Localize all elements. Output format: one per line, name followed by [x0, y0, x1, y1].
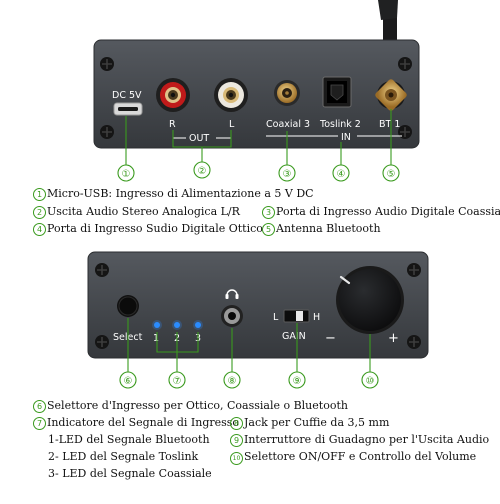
led-item-3: 3- LED del Segnale Coassiale: [48, 467, 212, 480]
led-1-label: 1: [153, 333, 159, 344]
legend-number-badge: 6: [33, 400, 46, 413]
bottom-callout-markers: ⑥ ⑦ ⑧ ⑨ ⑩: [119, 371, 379, 389]
r-label: R: [169, 119, 176, 130]
toslink-label: Toslink 2: [319, 119, 361, 130]
legend-number-badge: 1: [33, 188, 46, 201]
coaxial-label: Coaxial 3: [266, 119, 310, 130]
callout-3: ③: [283, 169, 292, 180]
legend-number-badge: 7: [33, 417, 46, 430]
screw-icon: [95, 263, 421, 349]
led-item-1: 1-LED del Segnale Bluetooth: [48, 433, 210, 446]
callout-1: ①: [122, 169, 131, 180]
l-label: L: [229, 119, 235, 130]
switch-l-label: L: [273, 312, 279, 323]
callout-4: ④: [337, 169, 346, 180]
in-label: IN: [341, 132, 351, 143]
legend-number-badge: 8: [230, 417, 243, 430]
minus-label: −: [325, 331, 336, 346]
bottom-callout-lines: [127, 318, 371, 372]
gain-label: GAIN: [282, 331, 306, 342]
select-button: [117, 295, 139, 317]
legend-number-badge: 5: [262, 223, 275, 236]
out-label: OUT: [189, 133, 209, 144]
toslink-port: [322, 76, 352, 108]
callout-10: ⑩: [366, 376, 375, 387]
antenna-connector: [375, 79, 407, 111]
callout-9: ⑨: [293, 376, 302, 387]
legend-number-badge: 10: [230, 452, 243, 465]
headphone-icon: [225, 289, 239, 299]
rca-right-jack: [156, 78, 190, 112]
rca-left-jack: [214, 78, 248, 112]
micro-usb-port: [113, 102, 143, 116]
headphone-jack: [221, 305, 243, 327]
dc-label: DC 5V: [112, 90, 142, 101]
led-indicators: [152, 320, 203, 330]
top-callout-lines: [125, 109, 392, 165]
volume-knob: [336, 266, 404, 334]
callout-8: ⑧: [228, 376, 237, 387]
legend-number-badge: 9: [230, 434, 243, 447]
callout-7: ⑦: [173, 376, 182, 387]
callout-2: ②: [198, 166, 207, 177]
coaxial-jack: [274, 80, 300, 106]
gain-switch: [283, 309, 310, 323]
plus-label: +: [388, 331, 399, 346]
legend-number-badge: 2: [33, 206, 46, 219]
legend-number-badge: 3: [262, 206, 275, 219]
top-callout-markers: ① ② ③ ④ ⑤: [117, 161, 400, 182]
callout-5: ⑤: [387, 169, 396, 180]
bt-label: BT 1: [379, 119, 400, 130]
back-panel: DC 5V R L OUT Coaxial 3: [93, 39, 420, 149]
callout-6: ⑥: [124, 376, 133, 387]
legend-number-badge: 4: [33, 223, 46, 236]
front-panel: Select 1 2 3 L H GAI: [87, 251, 429, 359]
led-item-2: 2- LED del Segnale Toslink: [48, 450, 199, 463]
switch-h-label: H: [313, 312, 320, 323]
